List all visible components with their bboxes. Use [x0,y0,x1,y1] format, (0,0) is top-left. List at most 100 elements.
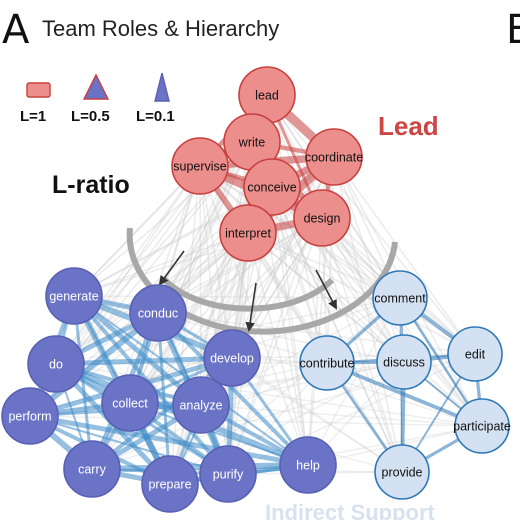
node-circle [447,326,503,382]
background-edge [247,232,405,363]
l-ratio-arc-inner [160,275,335,312]
node-participate: participate [453,398,511,454]
background-edge [199,165,309,466]
node-label: help [296,459,320,473]
legend-label-l01: L=0.1 [136,108,175,125]
node-circle [45,267,103,325]
node-label: provide [382,466,423,480]
node-write: write [223,113,281,171]
node-label: analyze [179,399,222,413]
hierarchy-arrow [245,282,257,332]
node-circle [305,128,363,186]
node-develop: develop [203,329,261,387]
node-circle [141,455,199,513]
node-label: write [238,136,265,150]
node-conceive: conceive [243,158,301,216]
background-edge [169,165,201,485]
direct-edge [129,402,309,466]
node-circle [1,387,59,445]
node-help: help [279,436,337,494]
node-perform: perform [1,387,59,445]
background-edge [227,353,476,475]
node-circle [203,329,261,387]
hierarchy-arrow [315,269,337,310]
background-edge [227,217,323,475]
node-label: conduc [138,307,178,321]
legend-triangle-icon [82,73,110,100]
indirect-support-label: Indirect Support [265,500,435,520]
node-carry: carry [63,440,121,498]
node-circle [374,444,430,500]
node-circle [454,398,510,454]
direct-edge [29,413,309,468]
node-circle [279,436,337,494]
background-edge [333,156,476,355]
direct-edge [91,462,309,472]
node-label: interpret [225,227,271,241]
node-edit: edit [447,326,503,382]
panel-title: Team Roles & Hierarchy [42,16,280,41]
panel-letter-b: B [506,7,520,53]
node-label: discuss [383,356,425,370]
background-edge [55,363,483,427]
node-circle [172,376,230,434]
node-label: contribute [300,357,355,371]
background-edge [321,217,403,473]
background-edge [231,357,403,473]
node-discuss: discuss [376,334,432,390]
node-label: lead [255,89,279,103]
node-circle [219,204,277,262]
node-interpret: interpret [219,204,277,262]
node-supervise: supervise [171,137,229,195]
direct-edge [55,355,233,367]
background-edge [157,312,403,473]
node-circle [129,284,187,342]
node-prepare: prepare [141,455,199,513]
background-edge [247,232,309,466]
legend-narrow-triangle-icon [154,72,170,102]
node-label: do [49,358,63,372]
background-edge [200,297,401,406]
node-circle [199,445,257,503]
node-label: prepare [148,478,191,492]
panel-letter-a: A [2,7,30,53]
background-edge [333,156,405,363]
node-label: participate [453,420,511,434]
node-purify: purify [199,445,257,503]
background-edge [73,165,201,297]
background-edge [200,404,483,427]
node-circle [101,374,159,432]
background-edge [271,186,309,466]
node-generate: generate [45,267,103,325]
background-edge [200,361,405,406]
node-label: coordinate [305,151,363,165]
node-label: generate [49,290,98,304]
background-edge [271,186,403,473]
background-edge [307,297,401,466]
node-circle [63,440,121,498]
background-edge [55,165,201,365]
background-edge [73,186,273,297]
node-coordinate: coordinate [305,128,363,186]
background-edge [247,232,476,355]
legend-rectangle-icon [26,82,51,98]
node-label: comment [374,292,426,306]
node-contribute: contribute [299,335,355,391]
node-provide: provide [374,444,430,500]
hierarchy-arrows [158,250,337,332]
hierarchy-arrow [158,250,185,286]
background-edge [73,232,249,297]
l-ratio-label: L-ratio [52,171,130,199]
node-circle [293,189,351,247]
node-label: supervise [173,160,227,174]
node-circle [243,158,301,216]
legend-shapes [26,72,170,102]
node-comment: comment [372,270,428,326]
node-circle [372,270,428,326]
node-circle [376,334,432,390]
node-design: design [293,189,351,247]
background-edge [271,186,328,364]
